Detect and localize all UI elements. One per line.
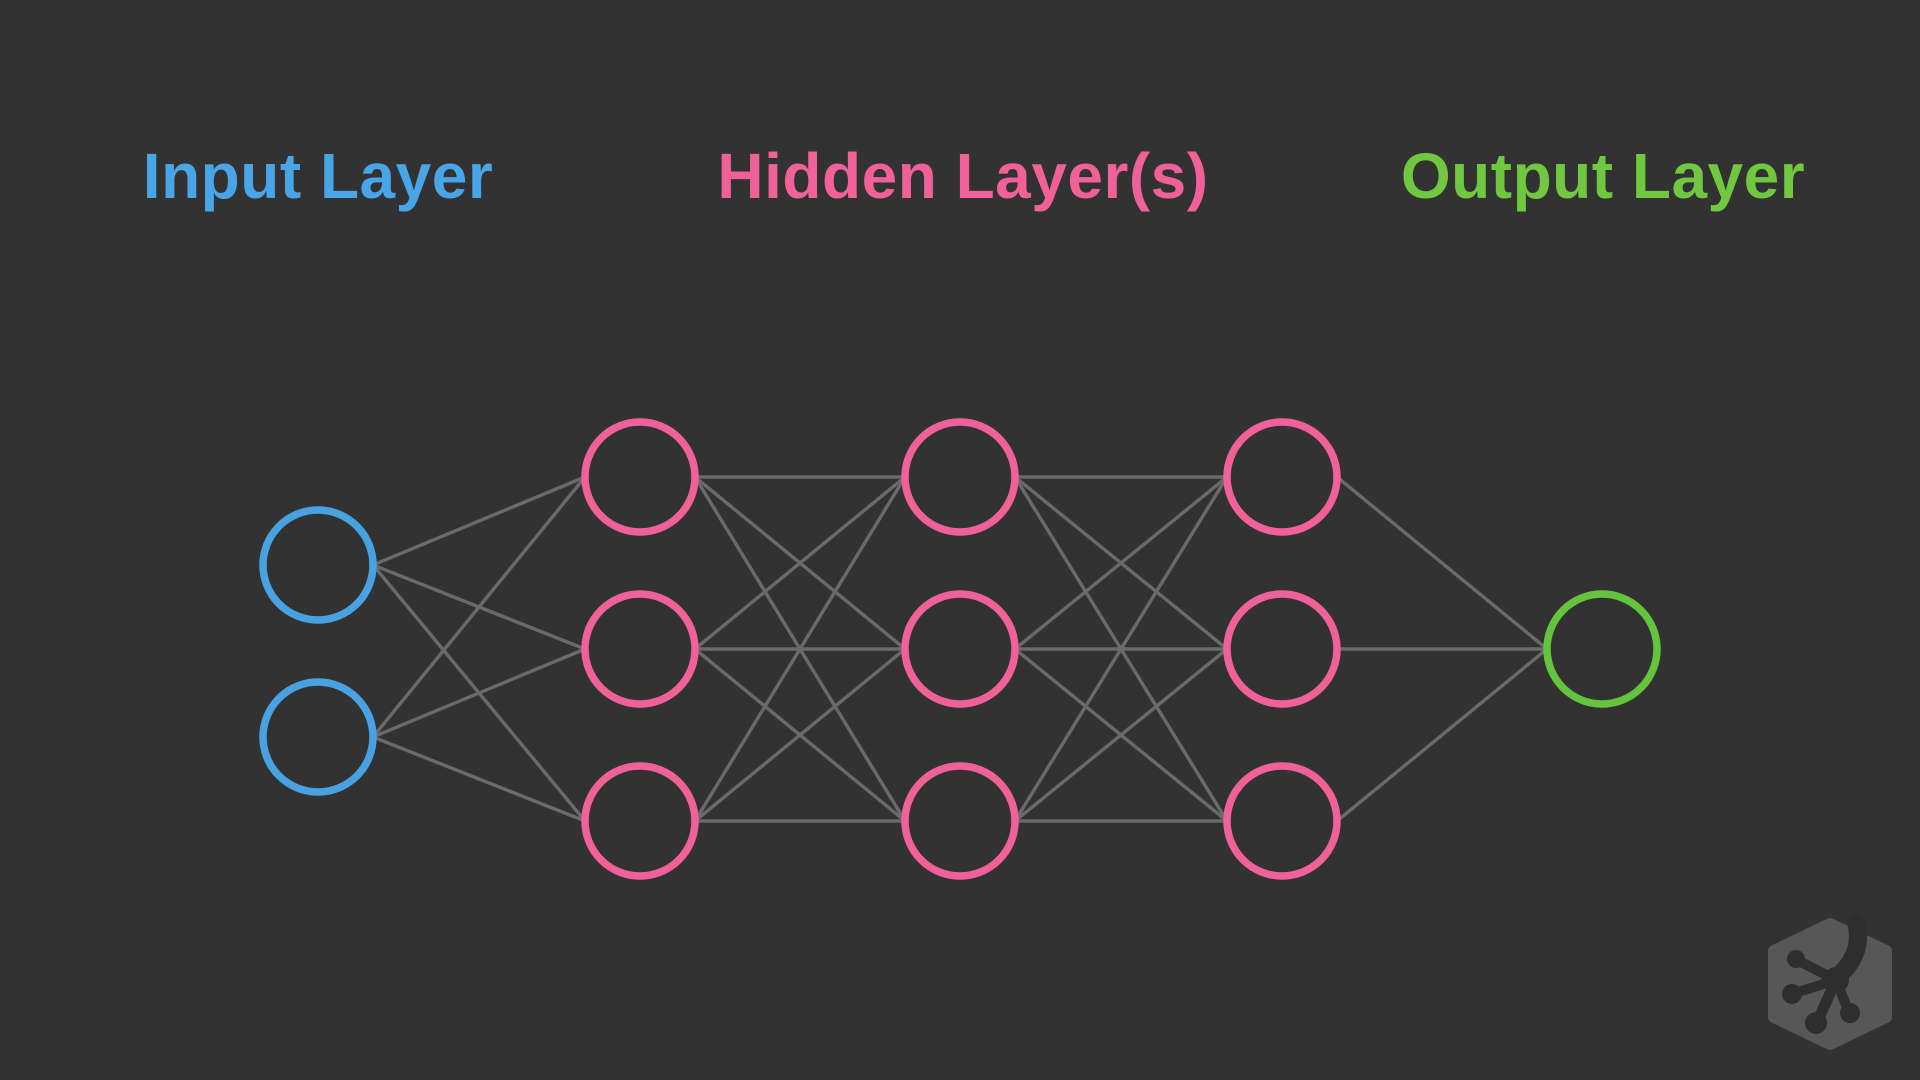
edge-hidden-1-2-to-hidden-2-0 <box>693 476 907 822</box>
node-output-0 <box>1543 590 1661 708</box>
frog-badge-icon <box>1768 913 1892 1050</box>
node-hidden-1-2 <box>581 762 699 880</box>
node-input-1 <box>259 678 377 796</box>
node-hidden-1-1 <box>581 590 699 708</box>
node-hidden-1-0 <box>581 418 699 536</box>
edge-hidden-1-1-to-hidden-2-0 <box>693 475 907 651</box>
output-layer-label: Output Layer <box>1400 140 1806 212</box>
edge-hidden-2-1-to-hidden-3-0 <box>1013 475 1229 651</box>
edge-hidden-2-2-to-hidden-3-1 <box>1013 647 1229 823</box>
node-hidden-2-2 <box>901 762 1019 880</box>
edge-input-0-to-hidden-1-0 <box>372 475 586 567</box>
frog-foot-icon <box>1805 1012 1827 1034</box>
frog-badge-shape <box>1768 913 1892 1050</box>
node-hidden-3-2 <box>1223 762 1341 880</box>
hidden-layer-label: Hidden Layer(s) <box>717 140 1209 212</box>
node-hidden-3-0 <box>1223 418 1341 536</box>
node-hidden-3-1 <box>1223 590 1341 708</box>
frog-foot-icon <box>1782 984 1802 1004</box>
input-layer-label: Input Layer <box>142 140 494 212</box>
nodes-group <box>259 418 1661 880</box>
node-hidden-2-0 <box>901 418 1019 536</box>
edge-input-1-to-hidden-1-2 <box>372 735 586 823</box>
edge-input-1-to-hidden-1-0 <box>371 475 587 739</box>
node-hidden-2-1 <box>901 590 1019 708</box>
edge-hidden-3-0-to-output-0 <box>1335 475 1549 651</box>
frog-foot-icon <box>1840 1003 1860 1023</box>
edge-input-1-to-hidden-1-1 <box>372 647 586 739</box>
edge-hidden-2-2-to-hidden-3-0 <box>1013 476 1229 822</box>
edges-group <box>371 475 1549 823</box>
frog-foot-icon <box>1787 950 1805 968</box>
edge-hidden-1-2-to-hidden-2-1 <box>693 647 907 823</box>
node-input-0 <box>259 506 377 624</box>
edge-hidden-3-2-to-output-0 <box>1335 647 1549 823</box>
